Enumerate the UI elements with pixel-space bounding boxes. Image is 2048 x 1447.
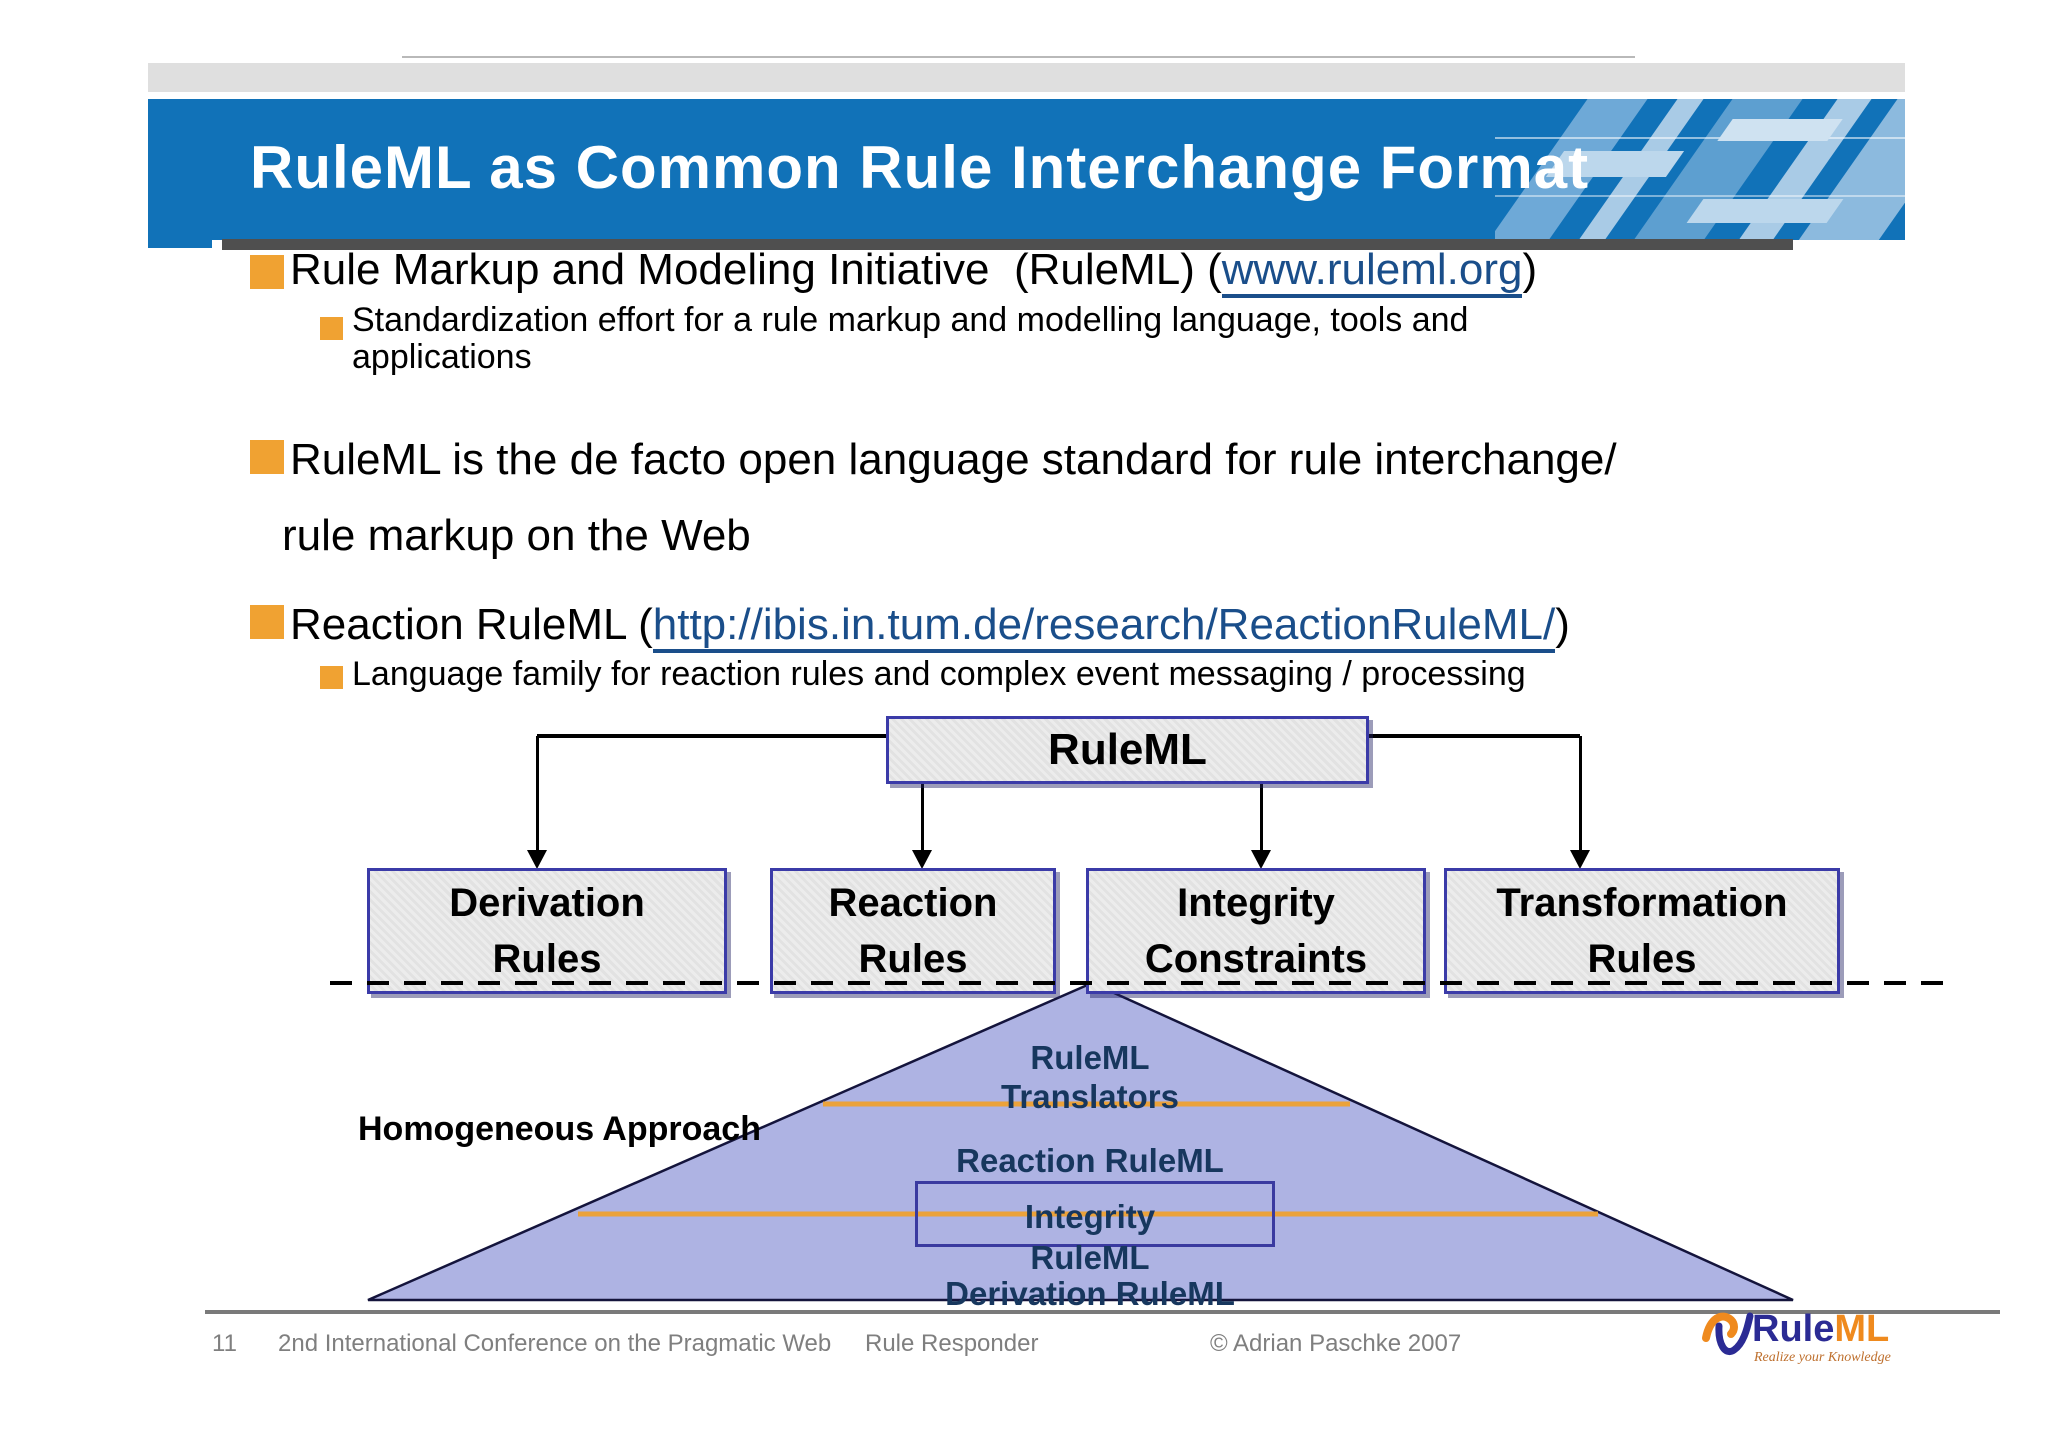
bullet-text: Reaction RuleML ( [290, 600, 653, 649]
connector-line-right [1363, 734, 1580, 738]
arrow-down-icon [1251, 850, 1271, 869]
node-label-line2: Rules [858, 937, 968, 981]
bullet-square-icon [250, 255, 284, 289]
node-label-line2: Rules [492, 937, 602, 981]
pyramid-label-translators: Translators [1001, 1078, 1179, 1115]
top-divider-line [402, 56, 1635, 58]
banner-shadow-bar [222, 239, 1793, 250]
dashed-separator-line [330, 981, 1955, 985]
ruleml-swoosh-icon [1702, 1312, 1754, 1355]
pyramid-label-integrity: Integrity [1024, 1198, 1156, 1235]
node-label-line1: Derivation [449, 881, 645, 925]
bullet-square-icon [250, 440, 284, 474]
arrow-down-icon [912, 850, 932, 869]
ruleml-logo-text: RuleML [1752, 1308, 1889, 1351]
arrow-down-icon [1570, 850, 1590, 869]
bullet-text-close: ) [1522, 245, 1538, 294]
bullet-text: Rule Markup and Modeling Initiative (Rul… [290, 245, 1222, 294]
sub-bullet-standardization: Standardization effort for a rule markup… [352, 301, 1469, 376]
node-reaction-rules: Reaction Rules [770, 868, 1056, 994]
node-derivation-rules: Derivation Rules [367, 868, 727, 994]
header-gray-bar [148, 63, 1905, 92]
bullet-defacto-line1: RuleML is the de facto open language sta… [290, 435, 1617, 484]
arrow-down-icon [527, 850, 547, 869]
pyramid-shape [367, 981, 1794, 1302]
pyramid-diagram [367, 981, 1794, 1302]
bullet-reaction-ruleml: Reaction RuleML (http://ibis.in.tum.de/r… [290, 599, 1570, 653]
node-label-line1: Transformation [1496, 881, 1788, 925]
pyramid-label-derivation-ruleml: Derivation RuleML [945, 1275, 1235, 1312]
logo-text-rule: Rule [1752, 1308, 1835, 1350]
logo-tagline: Realize your Knowledge [1754, 1350, 1891, 1365]
connector-drop-reaction [921, 778, 924, 852]
footer-copyright: © Adrian Paschke 2007 [1210, 1330, 1462, 1357]
homogeneous-approach-label: Homogeneous Approach [358, 1110, 761, 1148]
bullet-text-close: ) [1555, 600, 1570, 649]
bullet-square-icon [250, 605, 284, 639]
connector-drop-derivation [536, 736, 539, 852]
sub-bullet-language-family: Language family for reaction rules and c… [352, 655, 1526, 693]
footer-project: Rule Responder [865, 1330, 1039, 1357]
node-label-line1: Reaction [828, 881, 998, 925]
connector-drop-transformation [1579, 736, 1582, 852]
connector-drop-integrity [1260, 778, 1263, 852]
ruleml-org-link[interactable]: www.ruleml.org [1221, 245, 1523, 298]
banner-decorative-art [1495, 99, 1905, 240]
node-transformation-rules: Transformation Rules [1444, 868, 1840, 994]
ruleml-logo: RuleML Realize your Knowledge [1700, 1306, 1930, 1376]
node-label: RuleML [1048, 725, 1207, 774]
title-banner: RuleML as Common Rule Interchange Format [148, 99, 1905, 240]
footer-conference: 2nd International Conference on the Prag… [278, 1330, 832, 1357]
reaction-ruleml-link[interactable]: http://ibis.in.tum.de/research/ReactionR… [652, 600, 1556, 653]
node-label-line2: Constraints [1144, 937, 1368, 981]
node-integrity-constraints: Integrity Constraints [1086, 868, 1426, 994]
node-label-line1: Integrity [1177, 881, 1335, 925]
bullet-defacto-line2: rule markup on the Web [282, 511, 751, 560]
bullet-ruleml-initiative: Rule Markup and Modeling Initiative (Rul… [290, 244, 1538, 298]
pyramid-label-reaction-ruleml: Reaction RuleML [956, 1142, 1224, 1179]
node-label-line2: Rules [1587, 937, 1697, 981]
sub-bullet-square-icon [320, 317, 343, 340]
pyramid-label-integrity-ruleml: RuleML [1030, 1239, 1150, 1276]
integrity-highlight-box [915, 1181, 1275, 1247]
pyramid-label-ruleml: RuleML [1030, 1039, 1150, 1076]
sub-bullet-square-icon [320, 666, 343, 689]
node-ruleml-root: RuleML [886, 716, 1369, 784]
banner-left-tab [148, 240, 212, 248]
page-title: RuleML as Common Rule Interchange Format [250, 134, 1590, 201]
connector-line-left [537, 734, 886, 738]
logo-text-ml: ML [1834, 1308, 1890, 1350]
footer-divider-line [205, 1310, 2000, 1314]
page-number: 11 [212, 1330, 237, 1357]
